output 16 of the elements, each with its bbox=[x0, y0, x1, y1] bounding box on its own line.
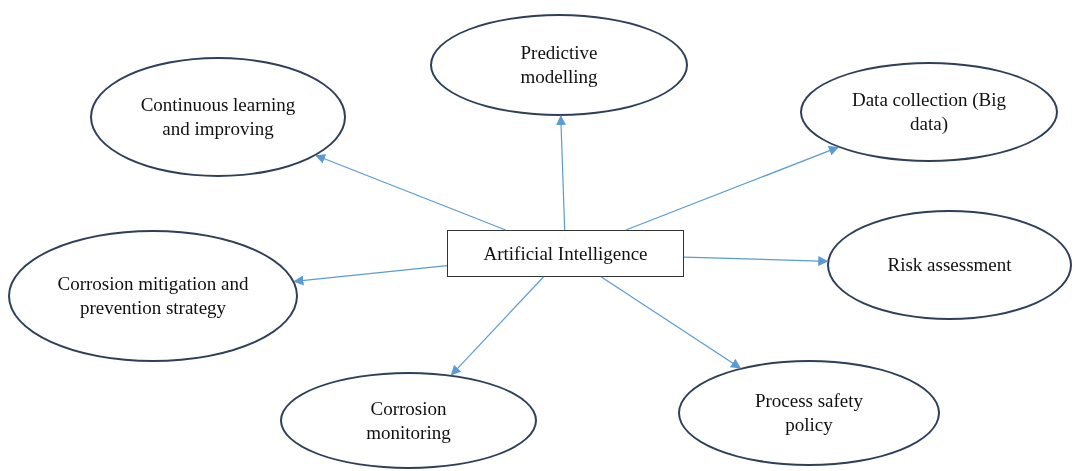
node-label: Data collection (Big data) bbox=[850, 88, 1008, 136]
arrow bbox=[600, 276, 741, 369]
arrow bbox=[315, 154, 507, 231]
node-label: Artificial Intelligence bbox=[483, 241, 648, 266]
node-label: Continuous learning and improving bbox=[139, 93, 297, 141]
arrow bbox=[293, 265, 448, 286]
central-box bbox=[447, 230, 684, 277]
node-label: Process safety policy bbox=[753, 389, 865, 437]
arrow bbox=[683, 256, 829, 267]
arrow bbox=[450, 276, 544, 376]
node-label: Corrosion mitigation and prevention strategy bbox=[56, 272, 250, 320]
node-label: Risk assessment bbox=[887, 253, 1012, 277]
node-label: Predictive modelling bbox=[519, 41, 599, 89]
arrow bbox=[556, 115, 567, 231]
node-label: Corrosion monitoring bbox=[365, 396, 452, 445]
arrow bbox=[625, 146, 839, 231]
